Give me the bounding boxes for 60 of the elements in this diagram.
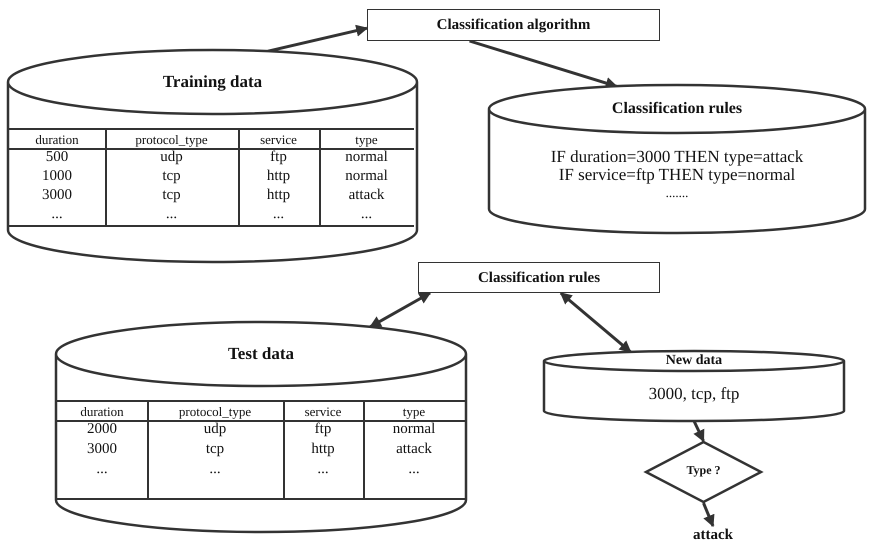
table-cell-text: udp <box>202 421 228 438</box>
table-cell-text: http <box>266 187 292 204</box>
arrow <box>692 420 705 442</box>
column-header: service <box>304 403 342 420</box>
table-cell-text: normal <box>344 168 389 185</box>
rule-text: 3000, tcp, ftp <box>648 384 740 404</box>
table-cell-text: ... <box>316 461 330 478</box>
cylinder-title: Classification rules <box>610 99 744 118</box>
box-title: Classification algorithm <box>436 16 592 34</box>
cylinder-title: Training data <box>162 72 264 92</box>
column-header: duration <box>79 403 125 420</box>
table-cell-text: 500 <box>44 149 70 166</box>
table-cell-text: ... <box>360 206 374 223</box>
rule-text: IF duration=3000 THEN type=attack <box>550 147 804 167</box>
table-cell-text: ... <box>208 461 222 478</box>
arrow <box>560 292 632 354</box>
process-box <box>367 9 660 41</box>
arrow <box>702 502 714 528</box>
table-cell-text: attack <box>348 187 386 204</box>
database-cylinder <box>488 85 866 233</box>
column-header: type <box>402 403 426 420</box>
result-label: attack <box>692 526 734 544</box>
process-box <box>418 262 660 293</box>
table-cell-text: http <box>310 441 336 458</box>
table-cell-text: tcp <box>204 441 226 458</box>
table-cell-text: ... <box>164 206 178 223</box>
table-cell-text: 2000 <box>86 421 118 438</box>
table-cell-text: normal <box>344 149 389 166</box>
arrow <box>268 24 368 53</box>
table-cell-text: tcp <box>161 168 182 185</box>
column-header: protocol_type <box>134 131 209 148</box>
cylinder-title: New data <box>664 352 724 369</box>
cylinder-title: Test data <box>227 344 295 364</box>
table-cell-text: attack <box>395 441 433 458</box>
rule-text: IF service=ftp THEN type=normal <box>558 165 796 185</box>
database-cylinder <box>543 351 845 421</box>
database-cylinder <box>7 50 418 262</box>
database-cylinder <box>55 322 467 532</box>
table-cell-text: ... <box>407 461 421 478</box>
arrow <box>369 292 432 328</box>
table-cell-text: 3000 <box>86 441 118 458</box>
table-cell-text: 3000 <box>41 187 73 204</box>
table-cell-text: ... <box>95 461 109 478</box>
ellipsis-text: ....... <box>664 185 690 201</box>
table-cell-text: 1000 <box>41 168 73 185</box>
table-cell-text: ftp <box>269 149 288 166</box>
table-cell-text: ... <box>50 206 64 223</box>
table-cell-text: udp <box>159 149 184 166</box>
column-header: protocol_type <box>178 403 252 420</box>
table-cell-text: http <box>266 168 292 185</box>
decision-label: Type ? <box>685 463 722 478</box>
table-cell-text: tcp <box>161 187 182 204</box>
table-cell-text: normal <box>392 421 436 438</box>
decision-diamond <box>645 441 762 503</box>
box-title: Classification rules <box>476 269 602 287</box>
table-cell-text: ... <box>272 206 286 223</box>
column-header: duration <box>34 131 80 148</box>
column-header: service <box>259 131 298 148</box>
column-header: type <box>354 131 379 148</box>
table-cell-text: ftp <box>314 421 332 438</box>
